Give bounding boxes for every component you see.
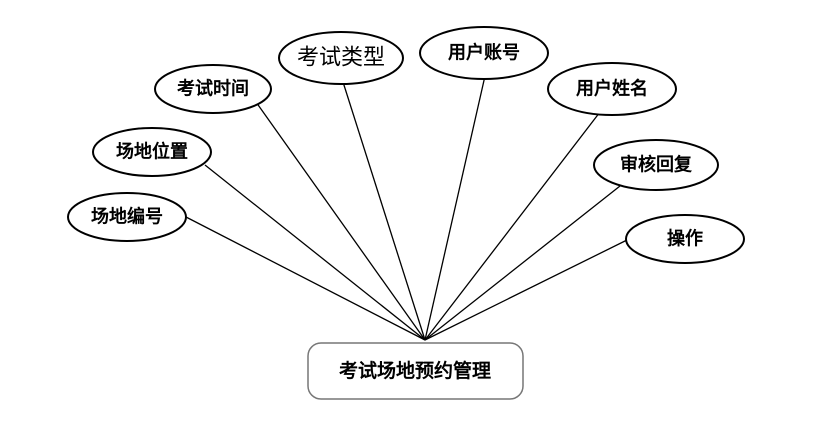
attribute-venue-location: 场地位置 (92, 127, 212, 177)
connector-exam-time (255, 101, 426, 341)
attribute-user-name: 用户姓名 (547, 62, 677, 116)
attribute-user-account: 用户账号 (419, 26, 549, 80)
connector-lines (185, 75, 628, 341)
attribute-venue-location-label: 场地位置 (116, 141, 188, 163)
attribute-review-reply: 审核回复 (593, 139, 719, 191)
entity-box: 考试场地预约管理 (307, 342, 524, 400)
connector-venue-location (204, 164, 426, 341)
connector-exam-type (342, 81, 426, 341)
connector-user-account (424, 75, 486, 341)
attribute-exam-type: 考试类型 (278, 31, 404, 85)
attribute-venue-id-label: 场地编号 (91, 206, 163, 228)
attribute-user-account-label: 用户账号 (448, 42, 520, 64)
attribute-operation: 操作 (625, 214, 745, 264)
entity-label: 考试场地预约管理 (339, 359, 491, 382)
attribute-exam-type-label: 考试类型 (297, 46, 385, 71)
attribute-exam-time: 考试时间 (154, 64, 272, 114)
connector-venue-id (185, 216, 426, 341)
connector-review-reply (424, 185, 621, 341)
connector-user-name (424, 111, 601, 341)
attribute-review-reply-label: 审核回复 (620, 154, 693, 176)
attribute-user-name-label: 用户姓名 (576, 78, 648, 100)
connector-operation (424, 239, 628, 341)
attribute-venue-id: 场地编号 (67, 192, 187, 242)
attribute-exam-time-label: 考试时间 (177, 78, 249, 100)
attribute-operation-label: 操作 (667, 228, 703, 250)
